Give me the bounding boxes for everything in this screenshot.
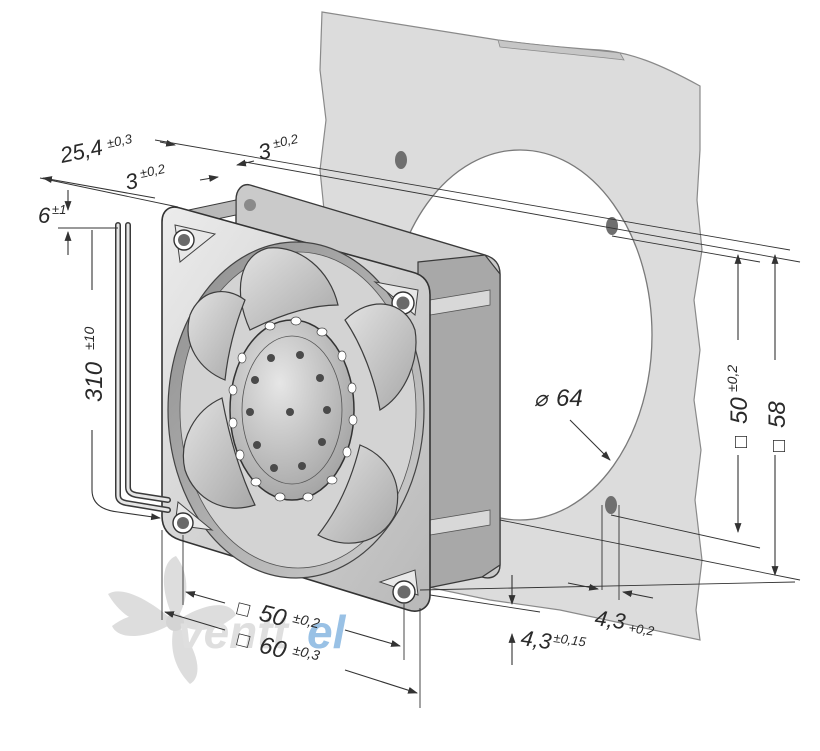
lead-wires [115,222,171,513]
flange-front-tolerance: ±0,2 [139,161,168,181]
hole-spacing-horizontal-prefix: □ [235,598,252,622]
lead-length-value: 310 [81,361,108,402]
frame-width-prefix: □ [235,629,252,653]
panel-height-prefix: □ [768,440,790,452]
frame-width-tolerance: ±0,3 [291,641,321,663]
lead-strip-value: 6 [38,203,51,228]
panel-hole-bottom-right [605,496,617,514]
hole-diameter-tolerance: ±0,15 [553,630,588,649]
depth-value: 25,4 [57,135,105,169]
cutout-diameter-prefix: ⌀ [534,386,550,411]
panel-hole-tolerance: +0,2 [628,620,656,639]
hole-diameter-value: 4,3 [519,625,554,654]
depth-tolerance: ±0,3 [106,131,135,151]
watermark: ventt el [108,556,347,684]
fan-corner-holes [172,229,416,604]
panel-hole-top-left [395,151,407,169]
cutout-diameter-value: 64 [556,385,583,412]
panel-hole-top-right [606,217,618,235]
dimension-labels: 25,4 ±0,3 3 ±0,2 3 ±0,2 6 ±1 310 ±10 ⌀ 6… [38,131,791,665]
lead-length-tolerance: ±10 [81,327,97,350]
panel-height-value: 58 [764,401,791,428]
lead-strip-tolerance: ±1 [52,202,66,217]
dimension-lines [39,139,801,708]
fan-blades [182,247,417,544]
fan-hub [228,316,358,502]
hole-spacing-horizontal-tolerance: ±0,2 [291,609,321,631]
watermark-text-blue: el [307,606,347,658]
hole-spacing-vertical-value: 50 [726,397,753,424]
flange-back-value: 3 [256,138,274,165]
flange-front-value: 3 [123,168,141,195]
watermark-text-dark: ventt [178,606,290,658]
flange-back-tolerance: ±0,2 [272,131,301,151]
frame-width-value: 60 [257,632,290,665]
watermark-fan-icon [108,556,236,684]
hole-spacing-vertical-tolerance: ±0,2 [724,365,740,392]
hole-spacing-vertical-prefix: □ [730,436,752,448]
panel-hole-value: 4,3 [593,605,628,634]
